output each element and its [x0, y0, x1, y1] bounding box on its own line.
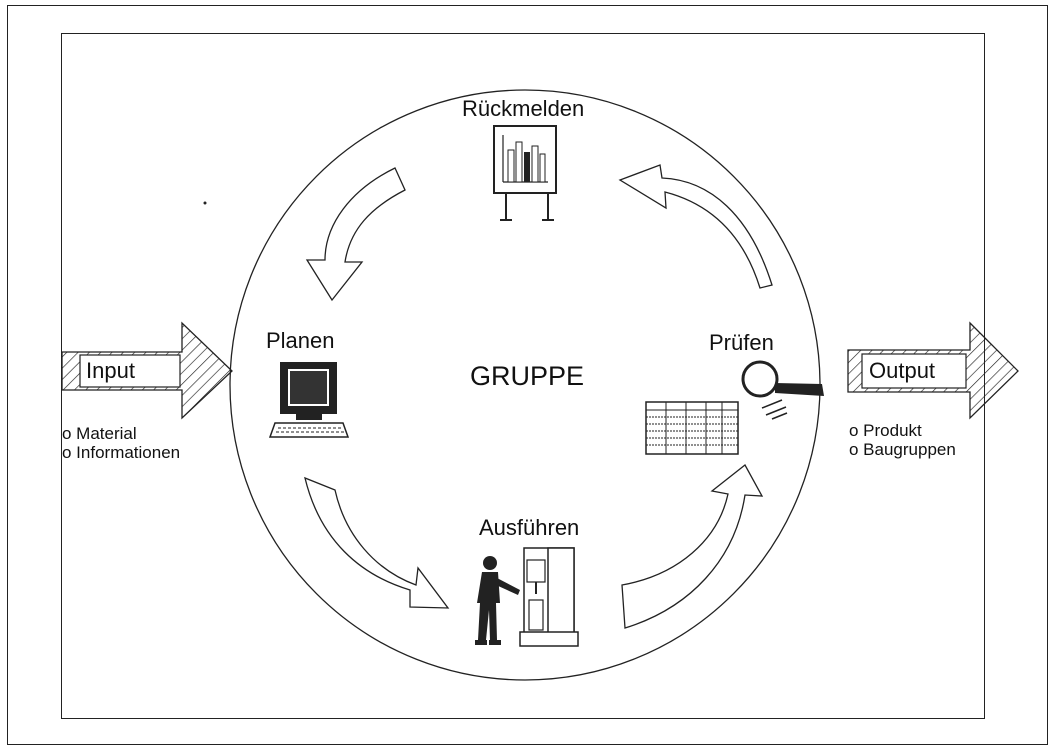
arrow-rueckmelden-to-planen — [305, 167, 406, 302]
stage-label-pruefen: Prüfen — [709, 330, 774, 355]
stage-label-rueckmelden: Rückmelden — [462, 96, 585, 121]
computer-icon — [268, 362, 350, 438]
stage-label-ausfuehren: Ausführen — [479, 515, 580, 540]
input-label: Input — [86, 358, 135, 383]
output-label: Output — [869, 358, 936, 383]
outer-frame — [7, 5, 1048, 745]
arrow-planen-to-ausfuehren — [304, 476, 450, 609]
input-item: o Informationen — [62, 443, 181, 462]
worker-at-machine-icon — [475, 547, 579, 647]
output-items-list: o Produkt o Baugruppen — [849, 421, 956, 459]
input-items-list: o Material o Informationen — [62, 424, 180, 462]
arrow-ausfuehren-to-pruefen — [621, 464, 764, 629]
bar-chart-board-icon — [493, 125, 557, 221]
stage-label-planen: Planen — [266, 328, 335, 353]
output-item: o Produkt — [849, 421, 922, 440]
magnifier-spreadsheet-icon — [645, 360, 824, 455]
output-item: o Baugruppen — [849, 440, 956, 459]
input-arrow — [61, 321, 233, 420]
input-item: o Material — [62, 424, 137, 443]
center-label-gruppe: GRUPPE — [470, 361, 585, 391]
arrow-pruefen-to-rueckmelden — [618, 164, 773, 289]
output-arrow — [847, 321, 1019, 420]
